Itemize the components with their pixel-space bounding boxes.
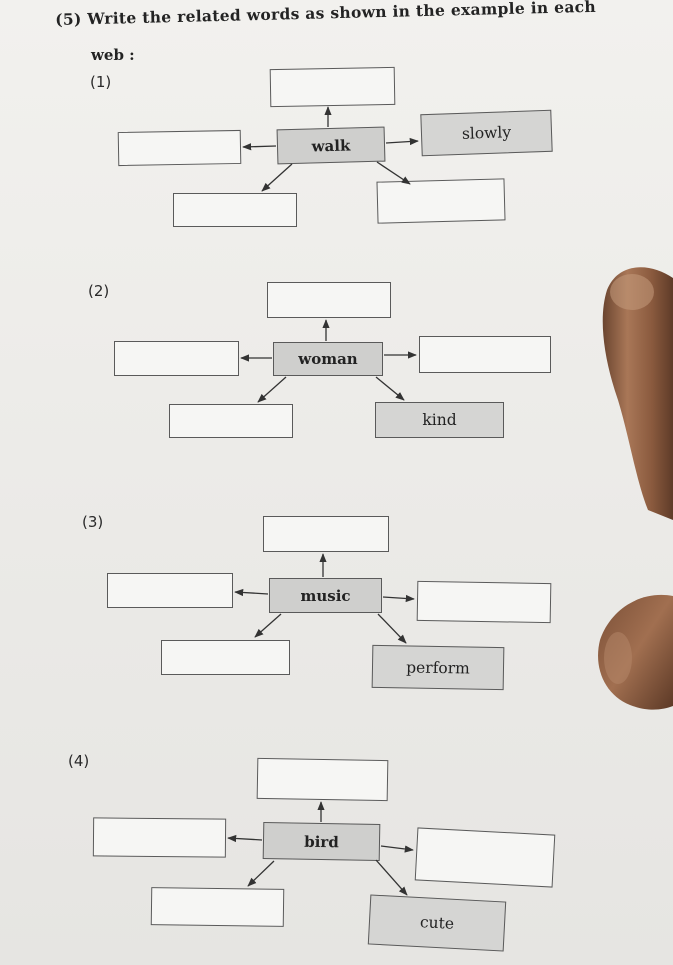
worksheet-page: (5) Write the related words as shown in …: [0, 0, 673, 965]
finger-photo-overlay: [0, 0, 673, 965]
